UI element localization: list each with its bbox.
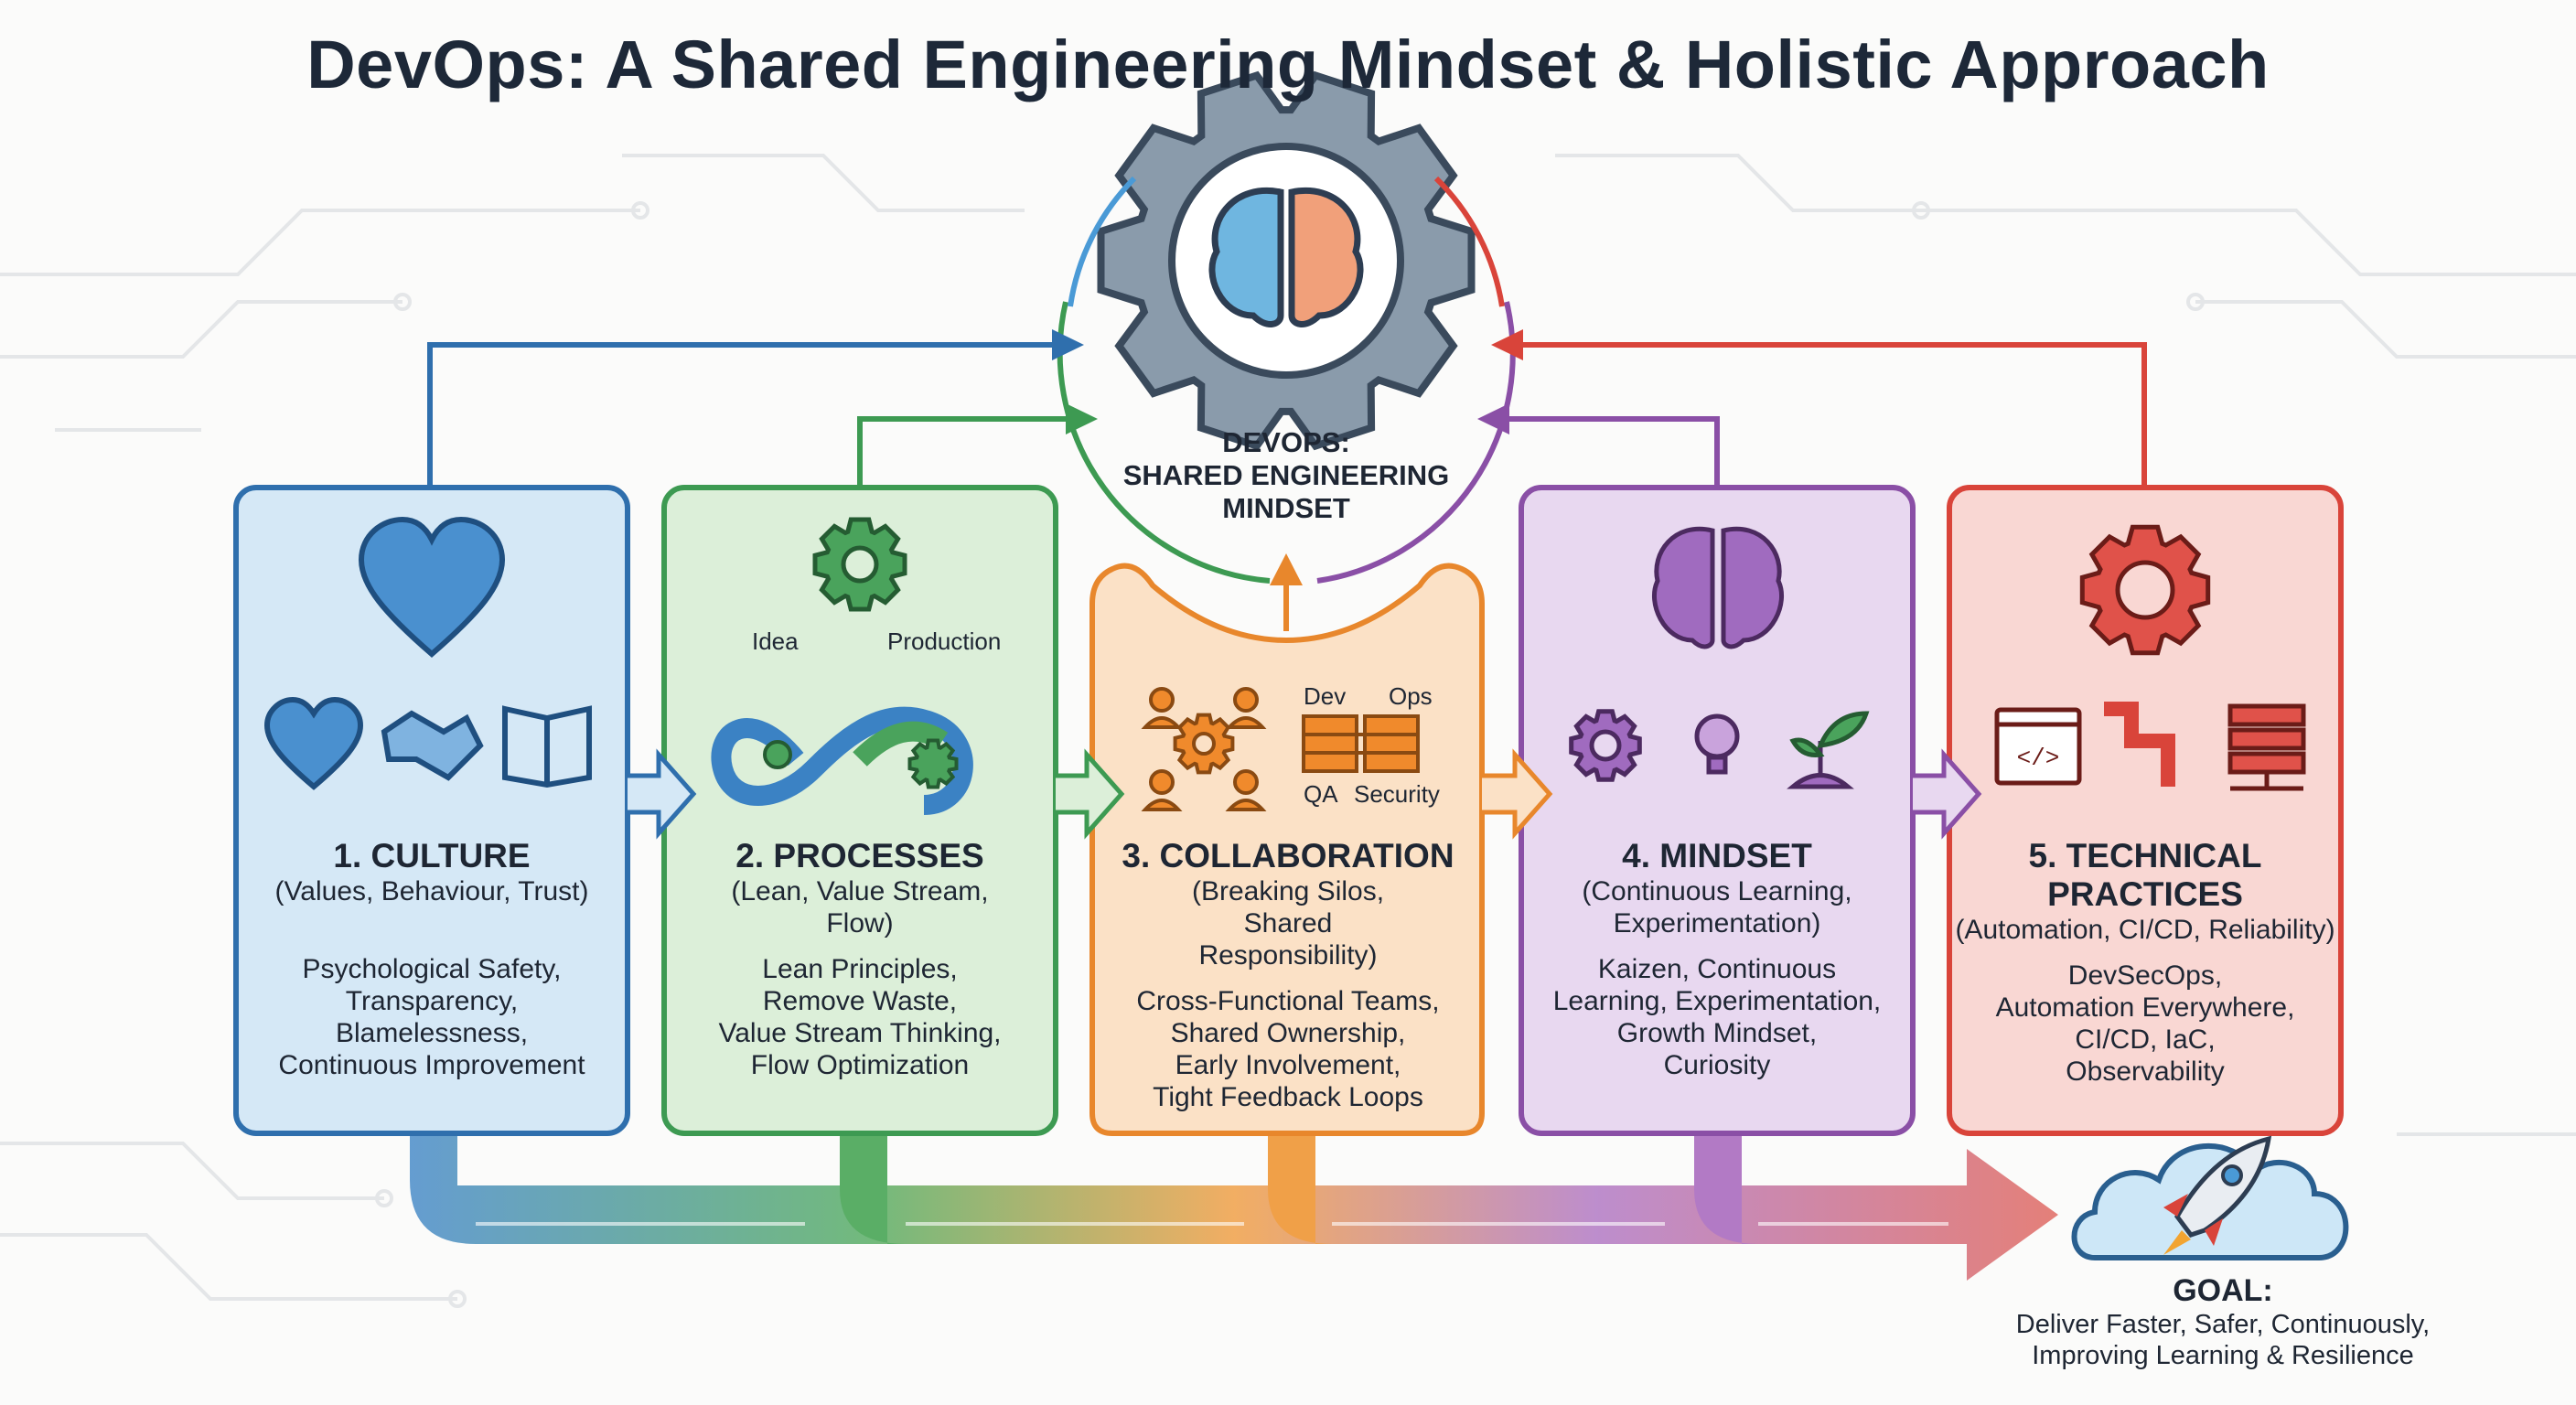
body-line: Shared Ownership, — [1170, 1018, 1406, 1048]
collaboration-icons — [1141, 687, 1420, 811]
code-window-icon: </> — [1994, 707, 2082, 786]
brick-wall-icon — [1302, 714, 1420, 773]
book-icon — [502, 705, 592, 788]
center-arc-blue — [1068, 176, 1137, 307]
heart-icon — [358, 516, 506, 658]
ops-label: Ops — [1389, 682, 1433, 710]
lightbulb-icon — [763, 740, 792, 769]
body-line: Lean Principles, — [762, 954, 958, 984]
center-arc-green — [1057, 301, 1271, 584]
goal-title: GOAL: — [2173, 1273, 2273, 1308]
center-label-line: SHARED ENGINEERING — [1122, 459, 1450, 491]
culture-icons — [263, 516, 592, 790]
goal-body-line: Improving Learning & Resilience — [2032, 1341, 2414, 1370]
pillar-subtitle: (Lean, Value Stream, Flow) — [731, 876, 989, 938]
brain-icon — [1208, 188, 1364, 327]
pillar-body: Psychological Safety,Transparency,Blamel… — [236, 953, 628, 1081]
pillar-title: 1. CULTURE — [333, 837, 531, 874]
body-line: DevSecOps, — [2067, 960, 2223, 991]
body-line: Transparency, — [345, 986, 519, 1016]
body-line: CI/CD, IaC, — [2075, 1024, 2216, 1055]
pillar-title: 2. PROCESSES — [735, 837, 984, 874]
pillar-culture: 1. CULTURE (Values, Behaviour, Trust) Ps… — [236, 837, 628, 1081]
body-line: Curiosity — [1663, 1050, 1771, 1080]
body-line: Automation Everywhere, — [1995, 992, 2295, 1023]
sprout-icon — [1787, 711, 1870, 789]
body-line: Learning, Experimentation, — [1552, 986, 1882, 1016]
pillar-body: DevSecOps,Automation Everywhere,CI/CD, I… — [1949, 960, 2341, 1088]
small-gear-icon — [907, 738, 959, 789]
team-icon — [1141, 687, 1267, 811]
center-arc-purple — [1316, 301, 1516, 584]
body-line: Blamelessness, — [335, 1018, 529, 1048]
body-line: Flow Optimization — [750, 1050, 970, 1080]
body-line: Continuous Improvement — [278, 1050, 585, 1080]
center-label: DEVOPS: SHARED ENGINEERING MINDSET — [1103, 426, 1469, 525]
center-gear-icon — [1097, 70, 1476, 451]
pillar-title: 3. COLLABORATION — [1122, 837, 1454, 874]
pillar-processes: 2. PROCESSES (Lean, Value Stream, Flow) … — [664, 837, 1056, 1081]
dev-label: Dev — [1304, 682, 1347, 710]
center-arc-red — [1433, 176, 1505, 307]
small-heart-icon — [263, 696, 364, 790]
body-line: Remove Waste, — [762, 986, 958, 1016]
pillar-subtitle: (Continuous Learning, Experimentation) — [1582, 876, 1852, 938]
page-title: DevOps: A Shared Engineering Mindset & H… — [306, 27, 2270, 102]
body-line: Early Involvement, — [1175, 1050, 1401, 1080]
pillar-body: Cross-Functional Teams,Shared Ownership,… — [1092, 985, 1484, 1113]
pipeline-icon — [2104, 702, 2175, 787]
body-line: Growth Mindset, — [1616, 1018, 1818, 1048]
goal: GOAL: Deliver Faster, Safer, Continuousl… — [1958, 1273, 2488, 1371]
goal-body-line: Deliver Faster, Safer, Continuously, — [2015, 1310, 2431, 1339]
body-line: Cross-Functional Teams, — [1136, 986, 1440, 1016]
pillar-technical-practices: 5. TECHNICAL PRACTICES (Automation, CI/C… — [1949, 837, 2341, 1088]
handshake-icon — [381, 710, 484, 781]
body-line: Kaizen, Continuous — [1597, 954, 1837, 984]
pillar-mindset: 4. MINDSET (Continuous Learning, Experim… — [1521, 837, 1913, 1081]
security-label: Security — [1354, 780, 1440, 808]
infinity-loop-icon — [711, 706, 973, 815]
production-label: Production — [887, 627, 1002, 655]
circuit-background — [0, 154, 2576, 1308]
step-arrows — [628, 748, 1982, 840]
qa-label: QA — [1304, 780, 1338, 808]
rocket-icon — [2163, 1135, 2272, 1255]
pillar-title: 5. TECHNICAL PRACTICES — [2028, 837, 2262, 913]
technical-icons: </> — [1994, 524, 2306, 791]
center-label-line: DEVOPS: — [1222, 426, 1350, 458]
top-connectors — [427, 329, 2147, 631]
idea-label: Idea — [752, 627, 799, 655]
pillar-body: Lean Principles,Remove Waste,Value Strea… — [664, 953, 1056, 1081]
server-icon — [2227, 703, 2306, 791]
pillar-title: 4. MINDSET — [1622, 837, 1812, 874]
svg-text:</>: </> — [2017, 745, 2060, 772]
body-line: Value Stream Thinking, — [718, 1018, 1002, 1048]
processes-icons — [711, 517, 973, 815]
brain-icon — [1651, 526, 1785, 649]
bottom-flow-arrow — [410, 1132, 2058, 1281]
pillar-subtitle: (Automation, CI/CD, Reliability) — [1955, 915, 2335, 945]
pillar-collaboration: 3. COLLABORATION (Breaking Silos, Shared… — [1092, 837, 1484, 1113]
pillar-subtitle: (Values, Behaviour, Trust) — [274, 876, 589, 906]
goal-cloud-icon — [2071, 1135, 2349, 1260]
lightbulb-icon — [1694, 713, 1740, 775]
body-line: Psychological Safety, — [302, 954, 562, 984]
pillar-boxes — [233, 485, 2344, 1136]
pillar-subtitle: (Breaking Silos, Shared Responsibility) — [1191, 876, 1385, 971]
mindset-icons — [1569, 526, 1870, 789]
center-label-line: MINDSET — [1222, 492, 1350, 524]
body-line: Tight Feedback Loops — [1153, 1082, 1423, 1112]
body-line: Observability — [2066, 1056, 2225, 1087]
